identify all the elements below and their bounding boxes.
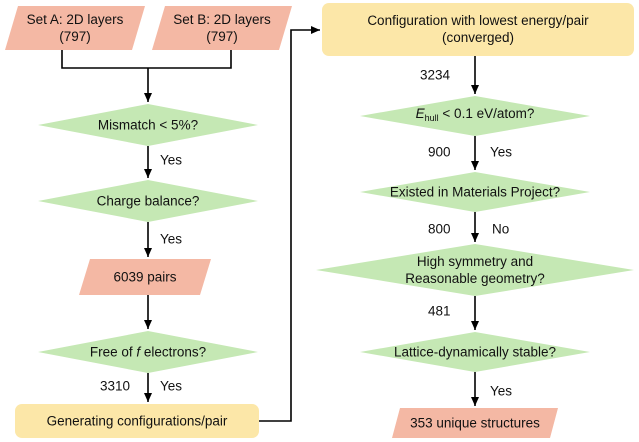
free-f-electrons-label: Free of f electrons? [89, 344, 207, 360]
generating-box [15, 404, 259, 438]
set-b-shape [152, 6, 292, 50]
generating-label: Generating configurations/pair [46, 413, 228, 429]
pairs-shape [79, 259, 211, 295]
yes-label-mismatch: Yes [160, 152, 183, 168]
charge-balance-label: Charge balance? [96, 193, 200, 209]
set-a-connector [61, 50, 232, 69]
config-box [322, 3, 634, 56]
generating-to-config-arrow [259, 26, 320, 422]
yes-label-lattice: Yes [490, 383, 513, 399]
set-b-label: Set B: 2D layers(797) [173, 12, 271, 44]
no-label-existed: No [492, 221, 510, 237]
ehull-diamond [360, 96, 590, 136]
charge-balance-diamond [38, 180, 258, 222]
unique-structures-label: 353 unique structures [410, 415, 540, 431]
unique-structures-shape [392, 408, 558, 438]
count-3234: 3234 [420, 67, 451, 83]
ehull-label: Ehull < 0.1 eV/atom? [415, 106, 535, 123]
materials-project-diamond [360, 172, 590, 212]
symmetry-diamond [316, 244, 634, 296]
lattice-diamond [360, 332, 590, 372]
free-f-electrons-diamond [38, 331, 258, 373]
lattice-label: Lattice-dynamically stable? [393, 344, 557, 360]
pairs-label: 6039 pairs [113, 269, 177, 285]
config-label: Configuration with lowest energy/pair(co… [367, 13, 589, 45]
yes-label-charge: Yes [160, 231, 183, 247]
count-800: 800 [428, 221, 451, 237]
count-3310: 3310 [100, 378, 131, 394]
yes-label-ehull: Yes [490, 144, 513, 160]
mismatch-label: Mismatch < 5%? [97, 117, 199, 133]
set-a-label: Set A: 2D layers(797) [26, 12, 124, 44]
set-a-shape [5, 6, 145, 50]
mismatch-diamond [38, 104, 258, 146]
existed-label: Existed in Materials Project? [389, 184, 561, 200]
count-900: 900 [428, 144, 451, 160]
yes-label-free: Yes [160, 378, 183, 394]
count-481: 481 [428, 303, 451, 319]
